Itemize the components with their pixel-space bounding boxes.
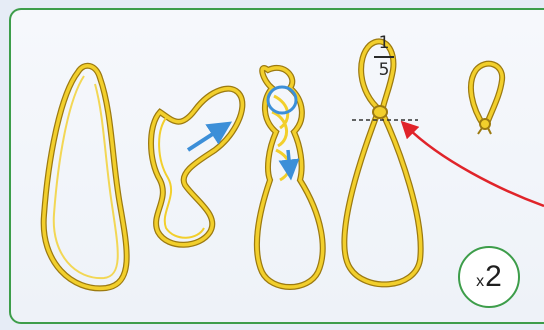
fraction-bar bbox=[374, 56, 394, 58]
repeat-count: 2 bbox=[485, 260, 502, 294]
repeat-prefix: x bbox=[476, 273, 484, 291]
fraction-denominator: 5 bbox=[372, 61, 396, 80]
direction-arrow-icon bbox=[288, 150, 290, 170]
step-1-loop bbox=[44, 66, 127, 289]
fraction-numerator: 1 bbox=[372, 34, 396, 53]
fraction-label: 1 5 bbox=[372, 34, 396, 80]
repeat-count-badge: x 2 bbox=[458, 246, 520, 308]
step-2-loop bbox=[151, 89, 242, 245]
step-3-knot bbox=[257, 68, 323, 287]
step-5-loop bbox=[471, 64, 502, 134]
pointer-arrow-icon bbox=[406, 126, 544, 206]
